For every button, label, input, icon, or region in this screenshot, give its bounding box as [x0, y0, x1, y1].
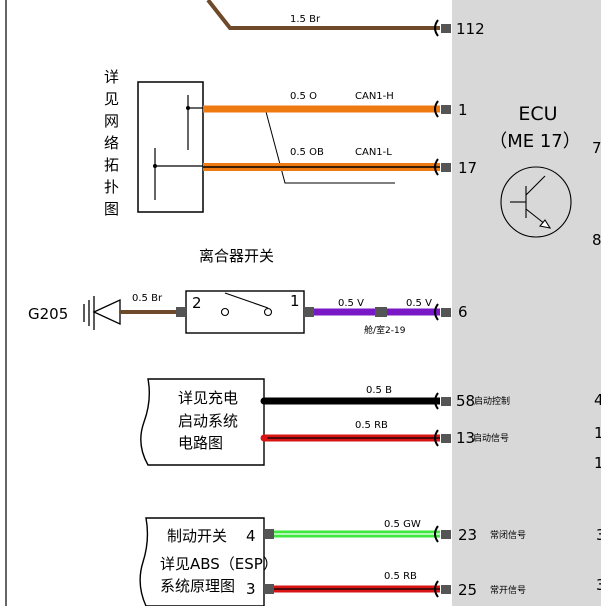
brake-line3: 系统原理图 — [160, 577, 235, 595]
network-label: 详 见 网 络 拓 扑 图 — [104, 68, 119, 218]
ecu-model: （ME 17） — [489, 131, 581, 152]
network-char: 见 — [104, 90, 119, 108]
network-char: 络 — [104, 134, 119, 152]
brake-conn-top — [264, 529, 274, 539]
ecu-terminal-1 — [434, 100, 451, 118]
network-char: 图 — [104, 200, 119, 218]
ecu-pin-13-note: 启动信号 — [473, 432, 509, 444]
charging-line2: 启动系统 — [178, 412, 238, 430]
ecu-pin-23-note: 常闭信号 — [490, 529, 526, 541]
charging-box — [140, 378, 265, 466]
ecu-pin-25: 25 — [458, 581, 477, 599]
wire-6a-spec: 0.5 V — [338, 298, 364, 309]
switch-contact — [220, 307, 230, 317]
clutch-switch-title: 离合器开关 — [199, 247, 274, 265]
ecu-terminal-112 — [434, 19, 451, 37]
ecu-terminal-25 — [434, 580, 451, 598]
brake-pin-bottom: 3 — [246, 580, 256, 598]
ecu-pin-58-note: 启动控制 — [474, 395, 510, 407]
wire-23-spec: 0.5 GW — [384, 519, 421, 530]
charging-line1: 详见充电 — [178, 389, 238, 407]
transistor-icon — [500, 166, 572, 238]
switch-contact — [263, 307, 273, 317]
network-box — [137, 81, 204, 213]
wire-58-spec: 0.5 B — [366, 385, 392, 396]
edge-digit: 3 — [596, 576, 601, 594]
wire-17-signal: CAN1-L — [355, 147, 392, 158]
ecu-pin-25-note: 常开信号 — [490, 584, 526, 596]
ecu-pin-13: 13 — [456, 429, 475, 447]
ground-label: G205 — [28, 305, 68, 323]
wire-1-signal: CAN1-H — [355, 91, 394, 102]
wire-25-spec: 0.5 RB — [384, 571, 417, 582]
ecu-pin-112: 112 — [456, 20, 485, 38]
ecu-pin-58: 58 — [456, 392, 475, 410]
charging-line3: 电路图 — [178, 434, 223, 452]
ground-icon — [83, 296, 121, 330]
ecu-pin-6: 6 — [458, 303, 468, 321]
wire-g205-spec: 0.5 Br — [132, 293, 163, 304]
ecu-name: ECU — [518, 103, 557, 125]
network-char: 详 — [104, 68, 119, 86]
ecu-terminal-13 — [434, 429, 451, 447]
wire-1-spec: 0.5 O — [290, 91, 317, 102]
edge-digit: 7 — [592, 139, 601, 157]
edge-digit: 1 — [594, 454, 601, 472]
wire-17-spec: 0.5 OB — [290, 147, 324, 158]
ecu-terminal-17 — [434, 158, 451, 176]
ecu-terminal-58 — [434, 392, 451, 410]
ecu-pin-1: 1 — [458, 101, 468, 119]
ecu-terminal-23 — [434, 525, 451, 543]
edge-digit: 1 — [594, 424, 601, 442]
brake-line2: 详见ABS（ESP） — [160, 555, 278, 573]
edge-digit: 3 — [596, 526, 601, 544]
wire-6b-spec: 0.5 V — [406, 298, 432, 309]
ecu-terminal-6 — [434, 303, 451, 321]
clutch-conn-left — [176, 307, 186, 317]
network-char: 网 — [104, 112, 119, 130]
ecu-panel — [452, 0, 601, 606]
wire-13-spec: 0.5 RB — [355, 420, 388, 431]
switch-blade — [224, 292, 269, 309]
location-note: 舱/室2-19 — [364, 324, 406, 336]
brake-conn-bottom — [264, 584, 274, 594]
clutch-conn-right — [304, 307, 314, 317]
clutch-pin-right: 1 — [290, 292, 300, 310]
wire-112 — [206, 0, 440, 30]
ecu-pin-17: 17 — [458, 159, 477, 177]
network-char: 拓 — [104, 156, 119, 174]
edge-digit: 4 — [594, 391, 601, 409]
brake-pin-top: 4 — [246, 527, 256, 545]
wire-112-spec: 1.5 Br — [290, 14, 321, 25]
edge-digit: 8 — [592, 231, 601, 249]
wire-58-end — [260, 397, 268, 405]
ecu-pin-23: 23 — [458, 526, 477, 544]
inline-connector — [375, 307, 387, 317]
network-char: 扑 — [104, 178, 119, 196]
clutch-pin-left: 2 — [192, 294, 202, 312]
twisted-pair-leader — [264, 107, 395, 184]
brake-line1: 制动开关 — [167, 527, 227, 545]
wire-13-end — [260, 434, 268, 442]
clutch-switch-box — [185, 290, 305, 334]
